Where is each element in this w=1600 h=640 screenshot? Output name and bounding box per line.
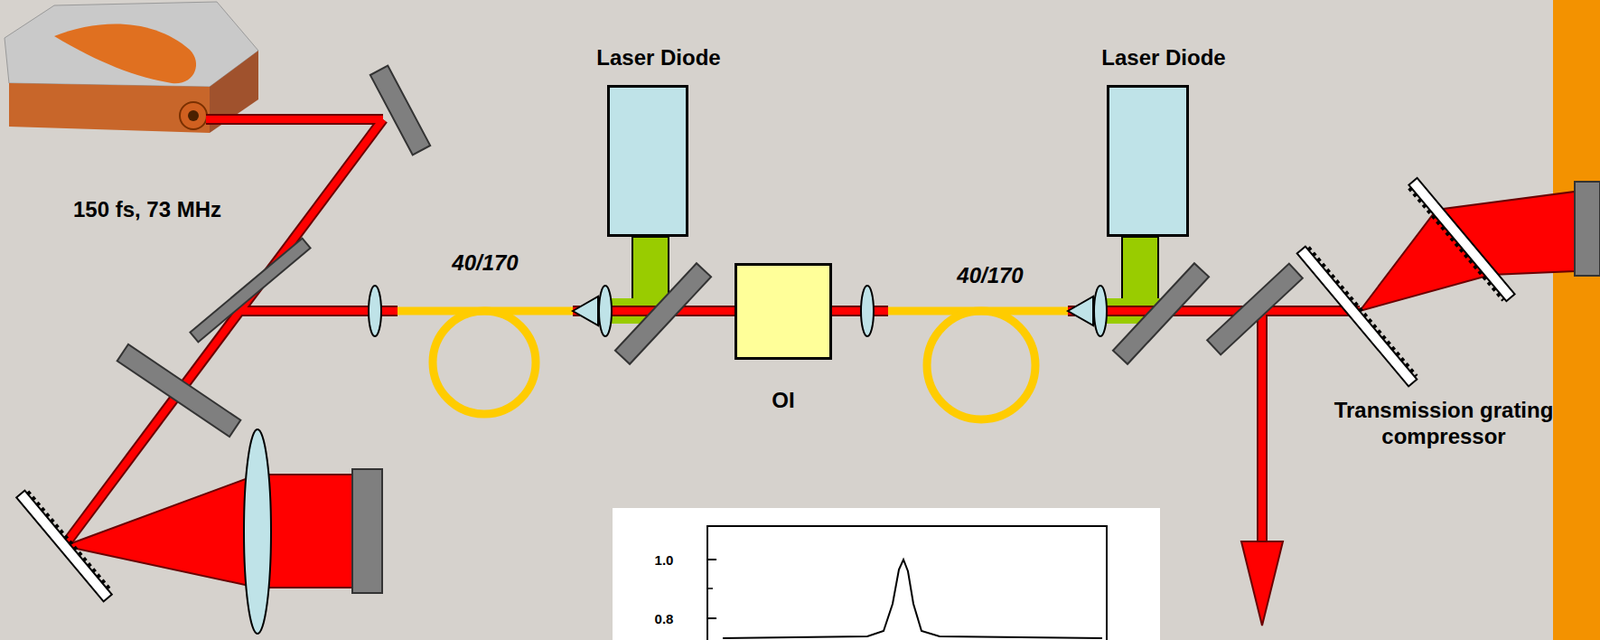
spectrum-curve <box>722 559 1103 638</box>
beam-splitter <box>189 238 310 343</box>
optical-isolator-box: OI <box>734 262 833 360</box>
grating <box>16 488 113 601</box>
fiber-label: 40/170 <box>956 262 1023 289</box>
plate <box>117 344 242 437</box>
laser-icon <box>4 1 259 133</box>
grating-body <box>1408 177 1515 301</box>
lens <box>860 285 874 337</box>
laser-top <box>4 1 259 87</box>
node-label: Laser Diode <box>596 45 721 71</box>
tick-label: 0.8 <box>654 610 674 627</box>
fiber-end <box>572 296 599 326</box>
output-coupler <box>1207 263 1303 356</box>
laser-source: 150 fs, 73 MHz <box>0 0 261 136</box>
laser-diode-box: Laser Diode <box>1106 84 1189 237</box>
output-arrow-head <box>1241 541 1283 626</box>
grating-body <box>16 490 113 602</box>
fibers <box>397 310 1068 420</box>
lens <box>243 429 272 634</box>
fiber-end <box>1067 296 1094 326</box>
laser-front <box>9 83 210 133</box>
node-label: Laser Diode <box>1101 45 1226 71</box>
spectrum-graph <box>612 507 1161 640</box>
graph-frame <box>707 525 1107 640</box>
node-label: 150 fs, 73 MHz <box>73 196 222 223</box>
mirror <box>370 65 431 156</box>
laser-diode-box: Laser Diode <box>607 84 689 237</box>
laser-aperture <box>179 102 207 130</box>
lens <box>368 285 382 337</box>
grating-teeth <box>28 491 113 591</box>
lens <box>598 285 612 337</box>
pump-beam <box>632 236 669 300</box>
beam-fan <box>64 474 355 588</box>
grating-teeth <box>1308 247 1417 376</box>
tick <box>707 617 717 619</box>
dichroic-mirror <box>615 262 712 365</box>
fiber-loop <box>926 310 1036 420</box>
tick <box>707 558 717 561</box>
laser-aperture-core <box>187 110 199 122</box>
dichroic-mirror <box>1113 262 1209 365</box>
grating-body <box>1297 246 1418 387</box>
side-bar <box>1553 0 1600 640</box>
mirror <box>1574 181 1600 276</box>
pump-beam <box>1122 236 1159 300</box>
graph-ground <box>612 507 1161 640</box>
grating <box>1407 177 1516 303</box>
component-label: Transmission grating compressor <box>1294 397 1593 450</box>
grating-teeth <box>1409 187 1504 300</box>
tick-label: 1.0 <box>654 552 674 568</box>
tick <box>707 587 713 590</box>
node-label: OI <box>771 387 795 413</box>
lens <box>1094 285 1107 337</box>
grating <box>1297 244 1419 386</box>
fiber-label: 40/170 <box>451 250 518 276</box>
laser-arm <box>54 23 197 84</box>
fiber-loop <box>432 310 536 414</box>
mirror <box>352 468 383 593</box>
